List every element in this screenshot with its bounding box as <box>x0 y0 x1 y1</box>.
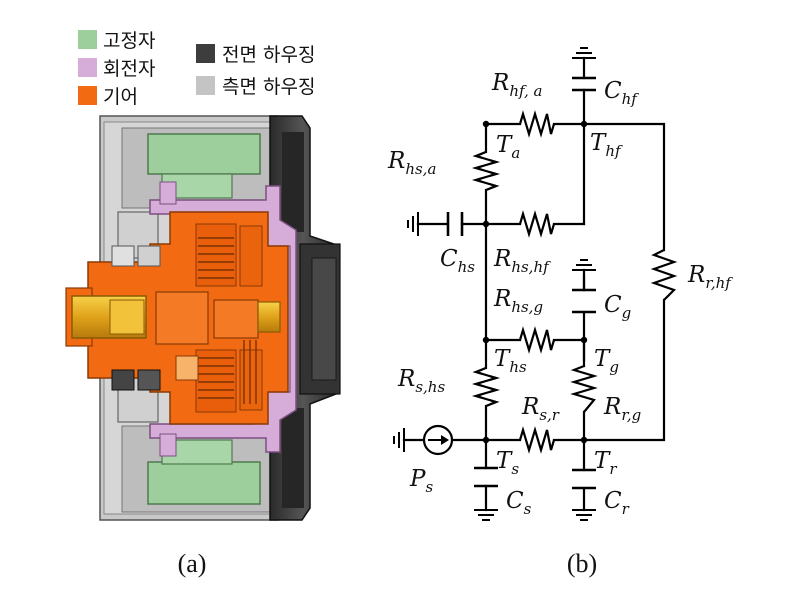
ground-top-C-g <box>572 259 596 292</box>
resistor-R-hs-hf <box>518 210 556 238</box>
stator-bottom <box>147 461 261 505</box>
resistor-R-r-g <box>570 364 598 413</box>
resistor-R-r-hf <box>650 249 678 301</box>
capacitor-C-g <box>572 288 596 314</box>
ground-bottom-C-r <box>572 509 596 521</box>
ground-left-C-hs <box>407 212 419 236</box>
label-T-s: Ts <box>496 448 519 478</box>
label-T-a: Ta <box>496 132 520 162</box>
label-C-s: Cs <box>506 488 532 518</box>
resistor-R-s-r <box>518 426 556 454</box>
label-R-hf-a: Rhf, a <box>491 70 543 100</box>
label-T-g: Tg <box>594 346 619 376</box>
label-R-hs-a: Rhs,a <box>387 148 436 178</box>
legend-rotor: 회전자 <box>103 58 155 80</box>
label-T-hf: Thf <box>590 130 623 160</box>
capacitor-C-hf <box>572 76 596 92</box>
thermal-circuit: Rhf, a Chf Ta Thf Rhs,a Chs Rhs,hf Rr,hf… <box>387 47 733 521</box>
label-T-r: Tr <box>594 448 617 478</box>
capacitor-C-hs <box>446 212 464 236</box>
heat-source-P-s <box>422 424 454 456</box>
label-R-r-g: Rr,g <box>603 394 641 424</box>
legend-stator: 고정자 <box>103 30 155 52</box>
label-C-g: Cg <box>604 292 631 322</box>
legend-side-housing: 측면 하우징 <box>222 76 315 98</box>
legend-front-housing: 전면 하우징 <box>222 44 315 66</box>
ground-left-P-s <box>393 428 405 452</box>
resistor-R-hf-a <box>518 110 556 138</box>
capacitor-C-s <box>474 466 498 488</box>
front-housing-swatch <box>196 44 215 63</box>
side-housing-swatch <box>196 76 215 95</box>
legend: 고정자 회전자 기어 전면 하우징 측면 하우징 <box>78 30 315 108</box>
label-C-hs: Chs <box>440 246 475 276</box>
ground-top-C-hf <box>572 47 596 59</box>
label-R-hs-hf: Rhs,hf <box>493 246 551 276</box>
label-C-hf: Chf <box>604 78 639 108</box>
legend-gear: 기어 <box>103 86 138 108</box>
ground-bottom-C-s <box>474 509 498 521</box>
rotor-swatch <box>78 58 97 77</box>
gear-swatch <box>78 86 97 105</box>
motor-cross-section <box>65 115 341 521</box>
label-P-s: Ps <box>409 466 433 496</box>
label-R-s-r: Rs,r <box>521 394 560 424</box>
label-T-hs: Ths <box>494 346 527 376</box>
resistor-R-hs-g <box>518 326 556 354</box>
label-R-r-hf: Rr,hf <box>687 262 733 292</box>
caption-b: (b) <box>567 549 597 578</box>
label-R-s-hs: Rs,hs <box>397 366 445 396</box>
stator-top <box>147 133 261 175</box>
caption-a: (a) <box>178 549 207 578</box>
stator-swatch <box>78 30 97 49</box>
label-C-r: Cr <box>604 488 630 518</box>
label-R-hs-g: Rhs,g <box>493 286 543 316</box>
capacitor-C-r <box>572 468 596 490</box>
